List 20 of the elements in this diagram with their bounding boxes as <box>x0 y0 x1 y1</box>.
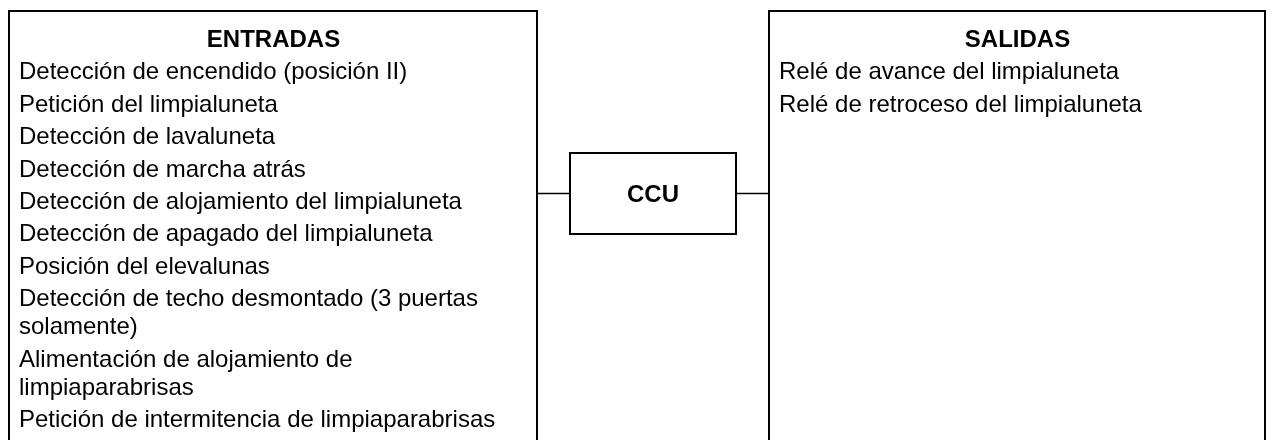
list-item: Detección de marcha atrás <box>19 154 307 183</box>
panel <box>8 10 538 440</box>
list-item: Relé de avance del limpialuneta <box>779 57 1121 86</box>
list-item: Detección de alojamiento del limpialuneta <box>19 186 463 215</box>
list-item: Alimentación de alojamiento de limpiaparabrisas <box>19 344 354 401</box>
list-item: Detección de techo desmontado (3 puertas solamente) <box>19 284 479 341</box>
list-item: Relé de retroceso del limpialuneta <box>779 89 1143 118</box>
heading: CCU <box>627 179 679 208</box>
list-item: Posición del elevalunas <box>19 251 271 280</box>
heading: SALIDAS <box>963 25 1072 53</box>
list-item: Detección de encendido (posición II) <box>19 57 409 86</box>
process-box <box>569 152 737 235</box>
panel <box>768 10 1266 440</box>
list-item: Petición de intermitencia de limpiaparabrisas <box>19 404 497 433</box>
list-item: Detección de lavaluneta <box>19 122 277 151</box>
list-item: Petición del limpialuneta <box>19 89 279 118</box>
list-item: Detección de apagado del limpialuneta <box>19 219 434 248</box>
connector-line <box>736 192 769 195</box>
connector-line <box>537 192 570 195</box>
heading: ENTRADAS <box>205 25 342 53</box>
